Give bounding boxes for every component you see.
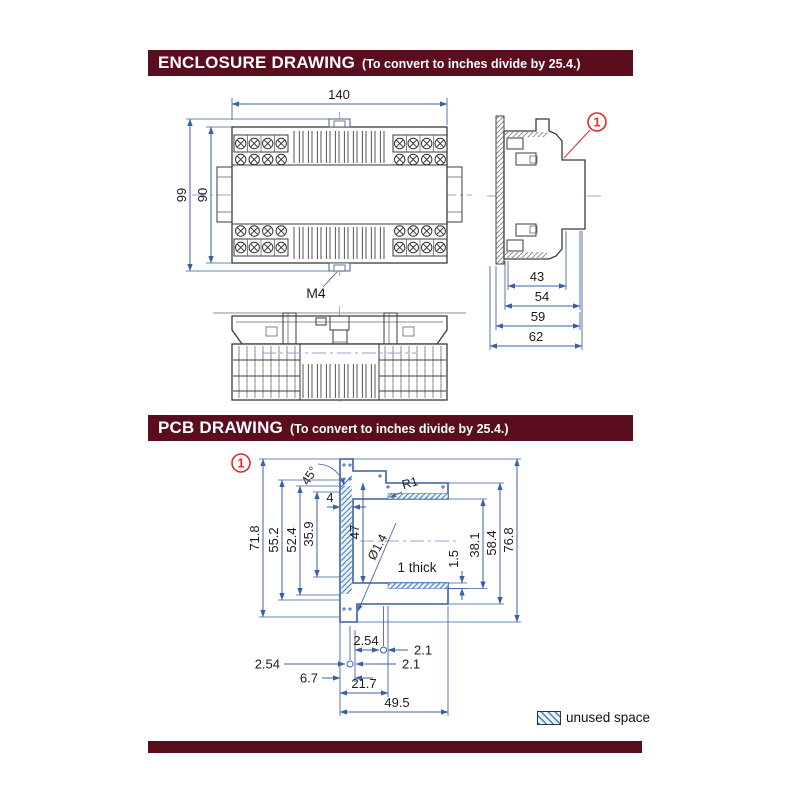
pcb-header-title: PCB DRAWING	[158, 418, 283, 437]
label-chamfer-45: 45°	[299, 464, 321, 487]
enclosure-side-view: 1 43 54 59 62	[487, 112, 607, 350]
dim-depth-43: 43	[530, 269, 544, 284]
dim-depth-59: 59	[531, 309, 545, 324]
enclosure-bottom-view	[213, 306, 466, 406]
dim-1-5: 1.5	[446, 550, 461, 568]
dim-21-7: 21.7	[351, 676, 376, 691]
din-mount-tab-bottom	[328, 262, 351, 272]
vent-slots-top	[291, 131, 386, 163]
pcb-bottom-dimensions: 2.54 2.1 2.54 2.1 6.7 21.7 49.5	[255, 606, 449, 716]
dim-width-140: 140	[328, 87, 350, 102]
enclosure-header-title: ENCLOSURE DRAWING	[158, 53, 356, 72]
label-hole-dia: Ø1.4	[365, 532, 390, 563]
dim-2-54-left: 2.54	[255, 657, 280, 672]
dim-38-1: 38.1	[467, 532, 482, 557]
dim-2-1-left: 2.1	[402, 657, 420, 672]
dim-height-90: 90	[195, 188, 210, 202]
dim-58-4: 58.4	[484, 530, 499, 555]
dim-depth-54: 54	[535, 289, 549, 304]
callout-circle	[231, 453, 251, 473]
label-fillet-r1: R1	[400, 474, 419, 492]
label-m4-screw: M4	[306, 285, 326, 301]
label-1-thick: 1 thick	[397, 560, 436, 575]
pcb-left-dimensions: 71.8 55.2 52.4 35.9 47 4	[247, 458, 366, 618]
enclosure-section-header: ENCLOSURE DRAWING (To convert to inches …	[148, 50, 633, 76]
unused-space-strip-top	[387, 493, 449, 500]
callout-1-pcb: 1	[231, 453, 251, 473]
dim-55-2: 55.2	[266, 527, 281, 552]
terminal-blocks	[233, 134, 448, 257]
pcb-right-dimensions: 1.5 38.1 58.4 76.8	[353, 458, 521, 623]
dim-depth-62: 62	[529, 329, 543, 344]
dim-76-8: 76.8	[501, 527, 516, 552]
dim-6-7: 6.7	[300, 671, 318, 686]
unused-space-spine	[341, 486, 352, 594]
dim-2-1-top: 2.1	[414, 643, 432, 658]
callout-1-enclosure: 1	[563, 112, 607, 159]
bottom-terminal-grids	[233, 346, 446, 398]
hatch-swatch-icon	[537, 710, 561, 725]
pcb-view: 1 45° R1	[231, 453, 521, 716]
enclosure-front-view: 140 99 90 M4	[174, 87, 472, 301]
dim-49-5: 49.5	[384, 695, 409, 710]
enclosure-header-subtitle: (To convert to inches divide by 25.4.)	[362, 57, 581, 71]
dim-2-54-top: 2.54	[353, 633, 378, 648]
mounting-hole-b	[346, 660, 354, 668]
vent-slots-underside	[302, 364, 377, 398]
vent-slots-bottom	[291, 227, 386, 259]
pcb-section-header: PCB DRAWING (To convert to inches divide…	[148, 415, 633, 441]
callout-number: 1	[238, 457, 245, 471]
unused-space-strip-bottom	[387, 582, 449, 589]
mounting-panel	[495, 115, 505, 265]
din-mount-tab-top	[328, 118, 351, 128]
unused-space-legend: unused space	[537, 710, 650, 725]
dim-35-9: 35.9	[301, 521, 316, 546]
dim-height-99: 99	[174, 188, 189, 202]
pcb-header-subtitle: (To convert to inches divide by 25.4.)	[289, 422, 509, 436]
enclosure-front-dimensions: 140 99 90 M4	[174, 87, 448, 301]
mounting-hole-a	[380, 646, 387, 654]
enclosure-side-dimensions: 43 54 59 62	[489, 231, 583, 350]
dim-4: 4	[326, 490, 333, 505]
callout-number: 1	[594, 116, 601, 130]
pcb-outline	[339, 458, 449, 623]
callout-circle	[587, 112, 607, 132]
dim-52-4: 52.4	[284, 527, 299, 552]
dim-71-8: 71.8	[247, 525, 262, 550]
side-view-terminal-clamps	[506, 137, 538, 252]
legend-label: unused space	[566, 710, 651, 725]
dim-47: 47	[347, 525, 362, 539]
footer-bar	[148, 741, 642, 753]
